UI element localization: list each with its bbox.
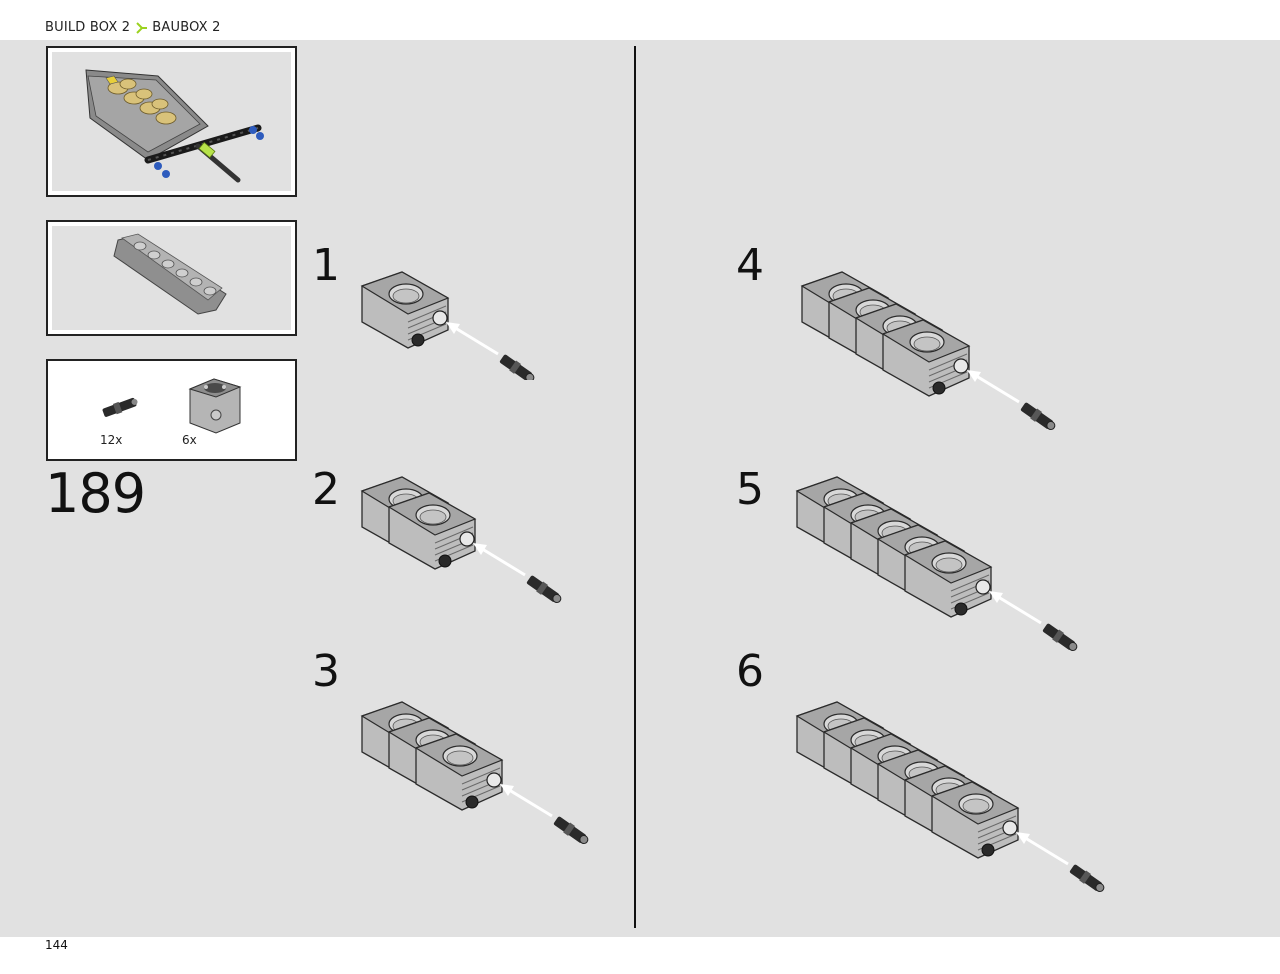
axle-connector-icon xyxy=(499,354,535,380)
insert-arrow xyxy=(478,545,526,577)
substep-3-number: 3 xyxy=(312,646,340,697)
pin-hole xyxy=(459,531,475,547)
pin-hole xyxy=(975,579,991,595)
substep-6-illustration xyxy=(795,701,1105,893)
axle-connector-icon xyxy=(1042,623,1078,652)
inserted-connector xyxy=(411,333,425,347)
green-chevron-icon xyxy=(136,21,148,34)
engine-cylinder-block-icon xyxy=(188,378,242,434)
substep-5-illustration xyxy=(795,476,1078,652)
axle-connector-icon xyxy=(1069,864,1105,893)
inserted-connector xyxy=(954,602,968,616)
step-number: 189 xyxy=(45,462,146,525)
pin-hole xyxy=(486,772,502,788)
cylinder-block xyxy=(881,319,971,397)
substep-3-illustration xyxy=(360,701,589,845)
substep-4-number: 4 xyxy=(736,240,764,291)
pin-hole xyxy=(953,358,969,374)
axle-connector-icon xyxy=(1020,402,1056,431)
cylinder-block xyxy=(930,781,1020,859)
axle-connector-icon xyxy=(553,816,589,845)
inserted-connector xyxy=(981,843,995,857)
substep-5-number: 5 xyxy=(736,464,764,515)
parts-list: 12x 6x xyxy=(46,359,297,461)
substep-6-number: 6 xyxy=(736,646,764,697)
insert-arrow xyxy=(994,593,1042,625)
substep-1-number: 1 xyxy=(312,240,340,291)
insert-arrow xyxy=(451,324,499,356)
parts-list-illustration xyxy=(102,378,242,434)
insert-arrow-head xyxy=(989,591,1003,603)
pin-hole xyxy=(1002,820,1018,836)
breadcrumb-build-box: BUILD BOX 2 xyxy=(45,20,131,35)
axle-connector-qty: 12x xyxy=(100,433,123,447)
cylinder-block-qty: 6x xyxy=(182,433,197,447)
engine-assembly-illustration xyxy=(85,69,264,183)
inserted-connector xyxy=(932,381,946,395)
substep-1-illustration xyxy=(360,271,535,380)
insert-arrow-head xyxy=(1016,832,1030,844)
page-header: BUILD BOX 2 BAUBOX 2 xyxy=(0,0,1280,40)
model-context-callout xyxy=(46,46,297,197)
breadcrumb-baubox: BAUBOX 2 xyxy=(152,20,221,35)
substep-2-number: 2 xyxy=(312,464,340,515)
breadcrumb: BUILD BOX 2 BAUBOX 2 xyxy=(45,20,221,35)
cylinder-block xyxy=(903,540,993,618)
cylinder-row-illustration xyxy=(113,233,227,315)
cylinder-block xyxy=(414,733,504,811)
cylinder-block xyxy=(360,271,450,349)
insert-arrow xyxy=(1021,834,1069,866)
insert-arrow-head xyxy=(500,784,514,796)
cylinder-block xyxy=(387,492,477,570)
substep-4-illustration xyxy=(800,271,1056,431)
pin-hole xyxy=(432,310,448,326)
substep-2-illustration xyxy=(360,476,562,604)
insert-arrow-head xyxy=(473,543,487,555)
inserted-connector xyxy=(465,795,479,809)
page-number: 144 xyxy=(45,938,68,952)
insert-arrow-head xyxy=(446,322,460,334)
axle-connector-icon xyxy=(526,575,562,604)
inserted-connector xyxy=(438,554,452,568)
insert-arrow-head xyxy=(967,370,981,382)
column-divider xyxy=(634,46,636,928)
insert-arrow xyxy=(972,372,1020,404)
axle-connector-icon xyxy=(102,397,138,417)
insert-arrow xyxy=(505,786,553,818)
subassembly-callout xyxy=(46,220,297,336)
